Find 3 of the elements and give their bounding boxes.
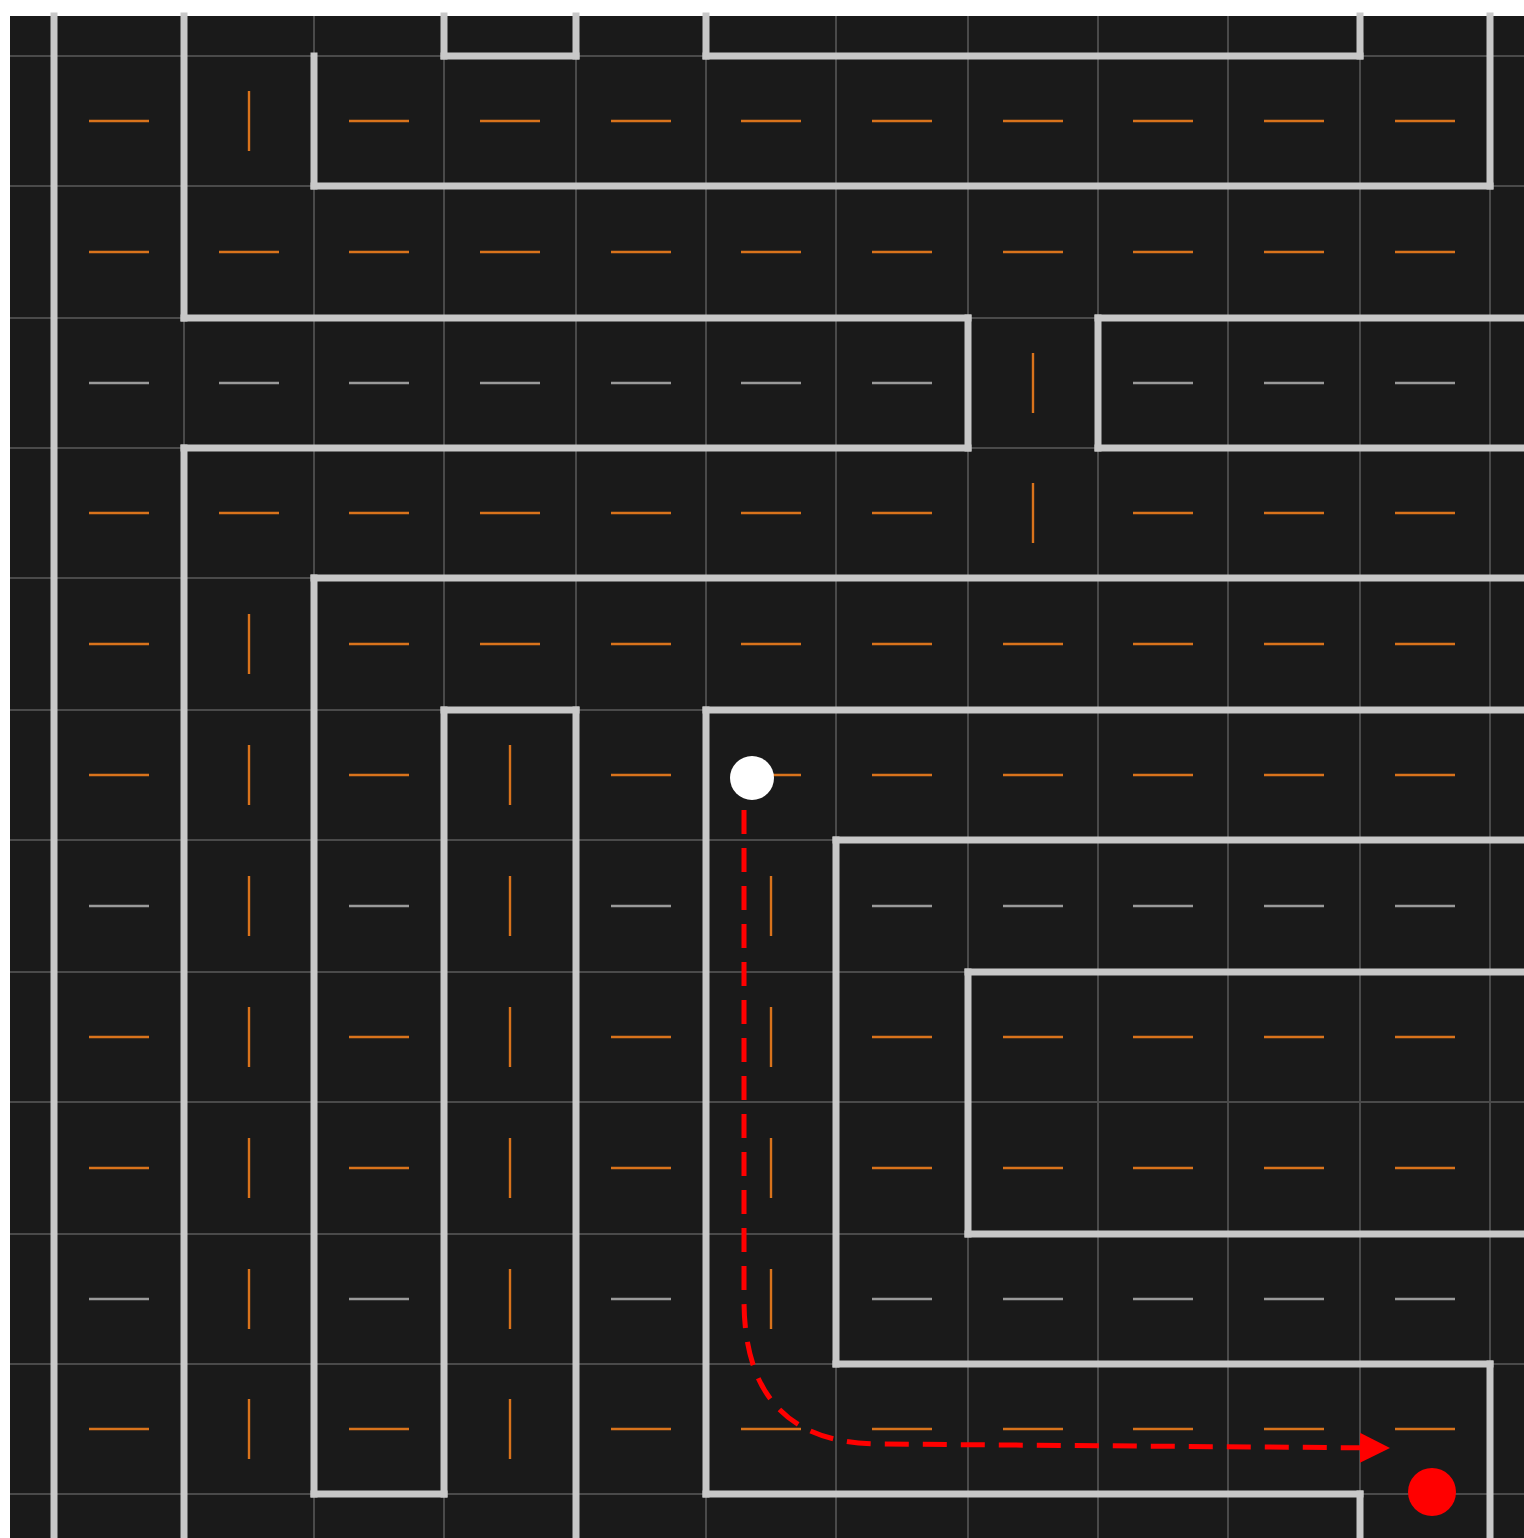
goal-dot	[1408, 1468, 1456, 1516]
start-dot	[730, 756, 774, 800]
arrow	[741, 810, 1390, 1463]
